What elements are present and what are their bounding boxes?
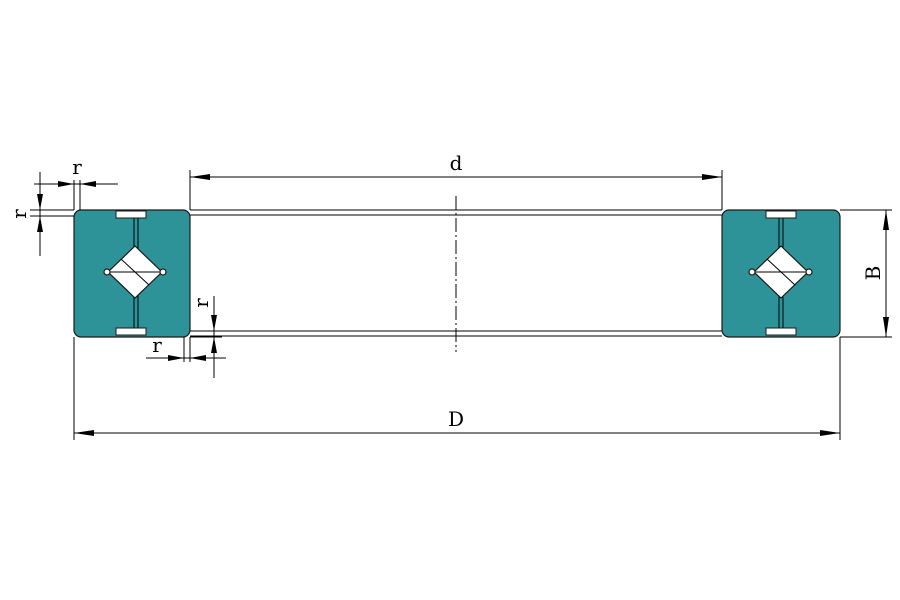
- dimension-B: B: [840, 209, 892, 338]
- label-r-bottom-v: r: [189, 298, 213, 308]
- label-D: D: [448, 407, 464, 431]
- left-seal-top: [115, 210, 147, 219]
- label-d: d: [450, 151, 463, 175]
- dimension-D: D: [73, 337, 841, 440]
- right-ring-section: [721, 209, 841, 338]
- chamfer-bottom-horizontal: r: [146, 333, 226, 362]
- label-r-bottom-h: r: [152, 333, 162, 357]
- chamfer-top-horizontal: r: [34, 155, 118, 210]
- right-seal-top: [765, 210, 797, 219]
- label-r-top-h: r: [72, 155, 82, 179]
- left-seal-bottom: [115, 327, 147, 336]
- chamfer-top-vertical: r: [7, 172, 74, 256]
- dimension-d: d: [189, 151, 723, 210]
- label-B: B: [861, 266, 885, 281]
- chamfer-bottom-vertical: r: [189, 296, 222, 378]
- right-seal-bottom: [765, 327, 797, 336]
- left-ring-section: [73, 209, 191, 338]
- label-r-top-v: r: [7, 209, 31, 219]
